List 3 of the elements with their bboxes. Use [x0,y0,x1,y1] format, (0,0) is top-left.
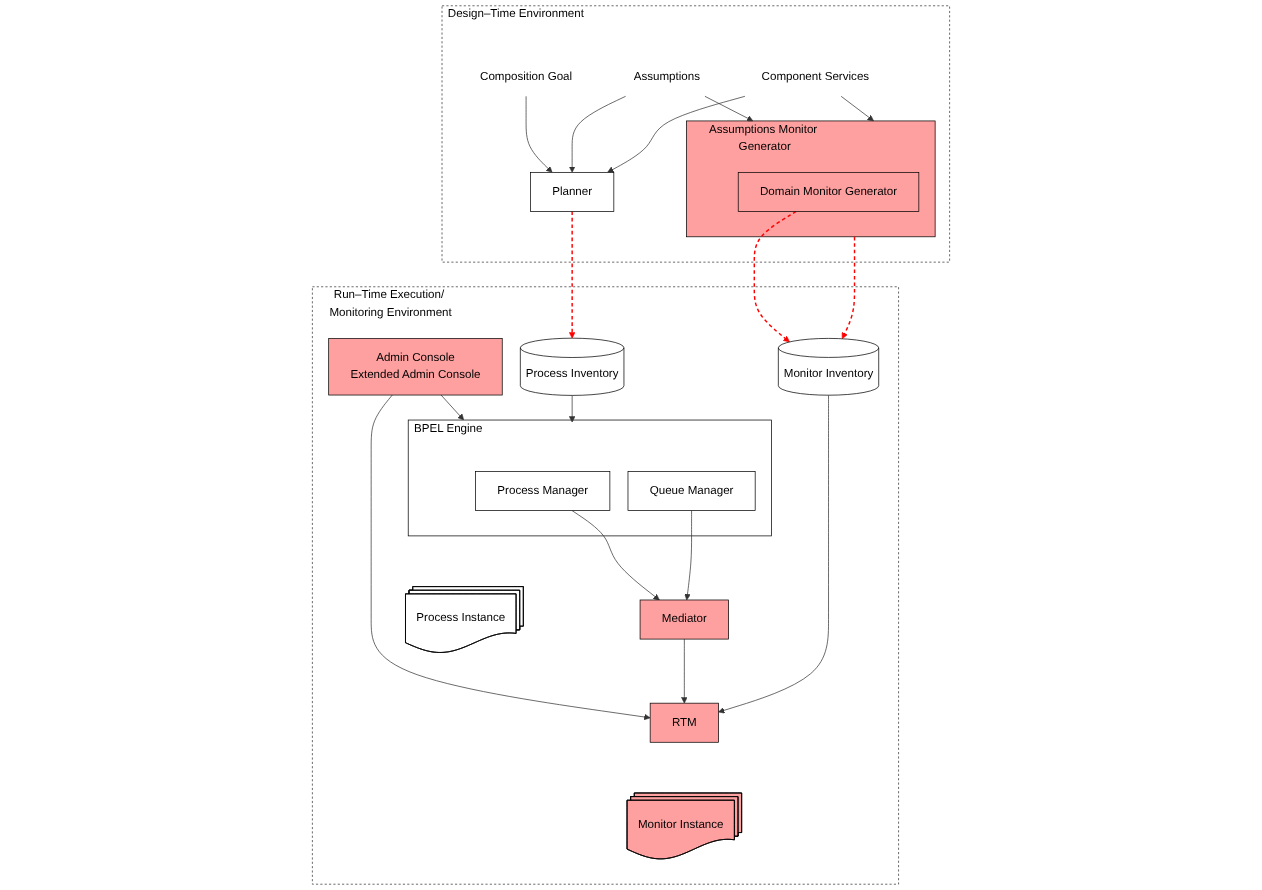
arrow [753,210,797,343]
arrow [568,210,576,339]
arrow [841,236,856,340]
